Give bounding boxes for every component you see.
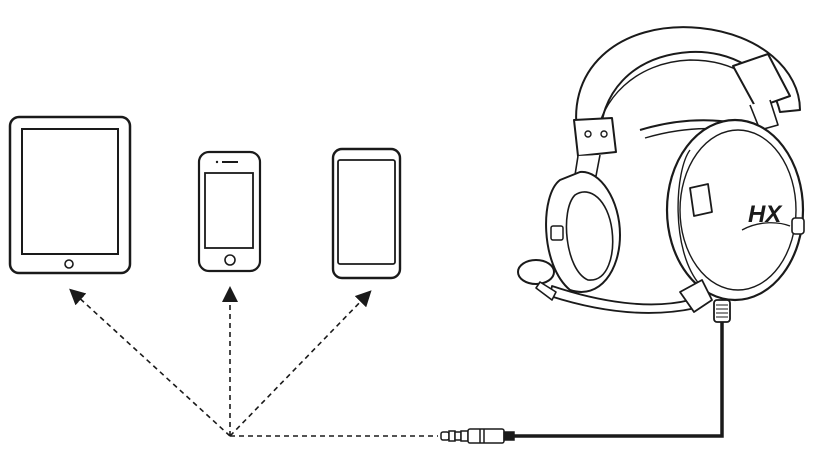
arrow-to-android [229,290,372,437]
headband [575,26,801,146]
right-slider [732,53,791,109]
headset-cable [514,320,724,438]
svg-text:HX: HX [748,201,783,228]
iphone-icon [197,150,262,273]
tablet-icon [8,115,132,275]
left-slider [573,117,617,157]
headset-icon: HX [517,26,805,323]
android-phone-icon [331,147,402,280]
connection-arrows [69,286,438,437]
brand-logo: HX [741,201,791,231]
audio-plug-icon [440,428,515,444]
arrow-to-tablet [69,288,231,437]
mic-capsule [517,259,555,285]
